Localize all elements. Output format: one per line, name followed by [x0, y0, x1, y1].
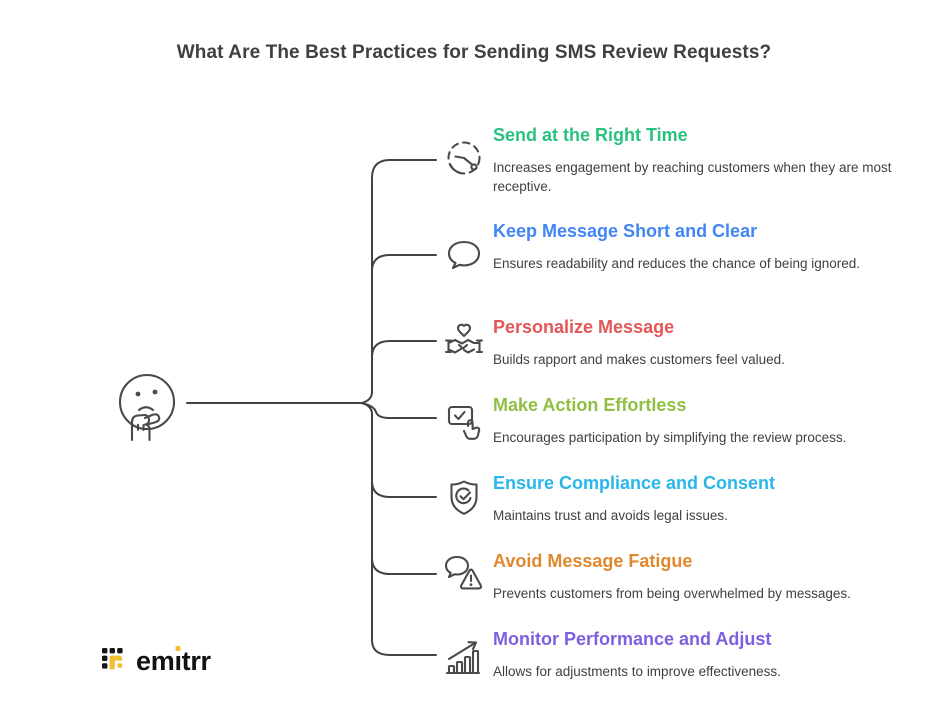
shield-check-icon — [450, 480, 478, 515]
practice-item-short-clear: Keep Message Short and Clear Ensures rea… — [441, 221, 916, 273]
practice-description: Ensures readability and reduces the chan… — [493, 256, 860, 271]
branch-line-7 — [361, 402, 437, 656]
practice-heading: Personalize Message — [493, 317, 675, 337]
practice-description: Prevents customers from being overwhelme… — [493, 586, 851, 601]
practice-heading: Ensure Compliance and Consent — [493, 473, 776, 493]
tap-check-icon — [447, 405, 481, 440]
practice-heading: Make Action Effortless — [493, 395, 687, 415]
branch-line-2 — [371, 254, 437, 272]
emitrr-logo-text: emıtrr — [136, 646, 211, 676]
branch-line-1 — [361, 159, 437, 404]
practice-description: Builds rapport and makes customers feel … — [493, 352, 785, 367]
practice-description: Increases engagement by reaching custome… — [493, 160, 892, 194]
page-title: What Are The Best Practices for Sending … — [176, 42, 772, 63]
branch-line-6 — [371, 557, 437, 575]
branch-line-3 — [371, 340, 437, 358]
message-warning-icon — [444, 555, 483, 590]
emitrr-logo-mark — [102, 647, 123, 669]
practice-description: Maintains trust and avoids legal issues. — [493, 508, 728, 523]
practice-description: Allows for adjustments to improve effect… — [493, 664, 781, 679]
practice-heading: Send at the Right Time — [493, 125, 688, 145]
practice-item-fatigue: Avoid Message Fatigue Prevents customers… — [441, 551, 916, 603]
practice-heading: Keep Message Short and Clear — [493, 221, 758, 241]
growth-chart-icon — [445, 641, 481, 675]
practice-heading: Monitor Performance and Adjust — [493, 629, 772, 649]
practice-item-monitor: Monitor Performance and Adjust Allows fo… — [441, 629, 916, 681]
clock-icon — [447, 141, 481, 175]
practice-item-personalize: Personalize Message Builds rapport and m… — [441, 317, 916, 369]
logo-i-yellow-dot: ı — [174, 646, 182, 676]
handshake-heart-icon — [444, 323, 484, 354]
branch-line-4 — [360, 402, 437, 419]
thinking-face-icon — [118, 373, 176, 442]
practice-description: Encourages participation by simplifying … — [493, 430, 847, 445]
practice-item-compliance: Ensure Compliance and Consent Maintains … — [441, 473, 916, 525]
speech-bubble-icon — [447, 240, 481, 270]
practice-item-send-right-time: Send at the Right Time Increases engagem… — [441, 125, 916, 196]
branch-line-5 — [371, 480, 437, 498]
emitrr-logo: emıtrr — [102, 644, 211, 678]
practice-item-effortless: Make Action Effortless Encourages partic… — [441, 395, 916, 447]
practice-heading: Avoid Message Fatigue — [493, 551, 693, 571]
